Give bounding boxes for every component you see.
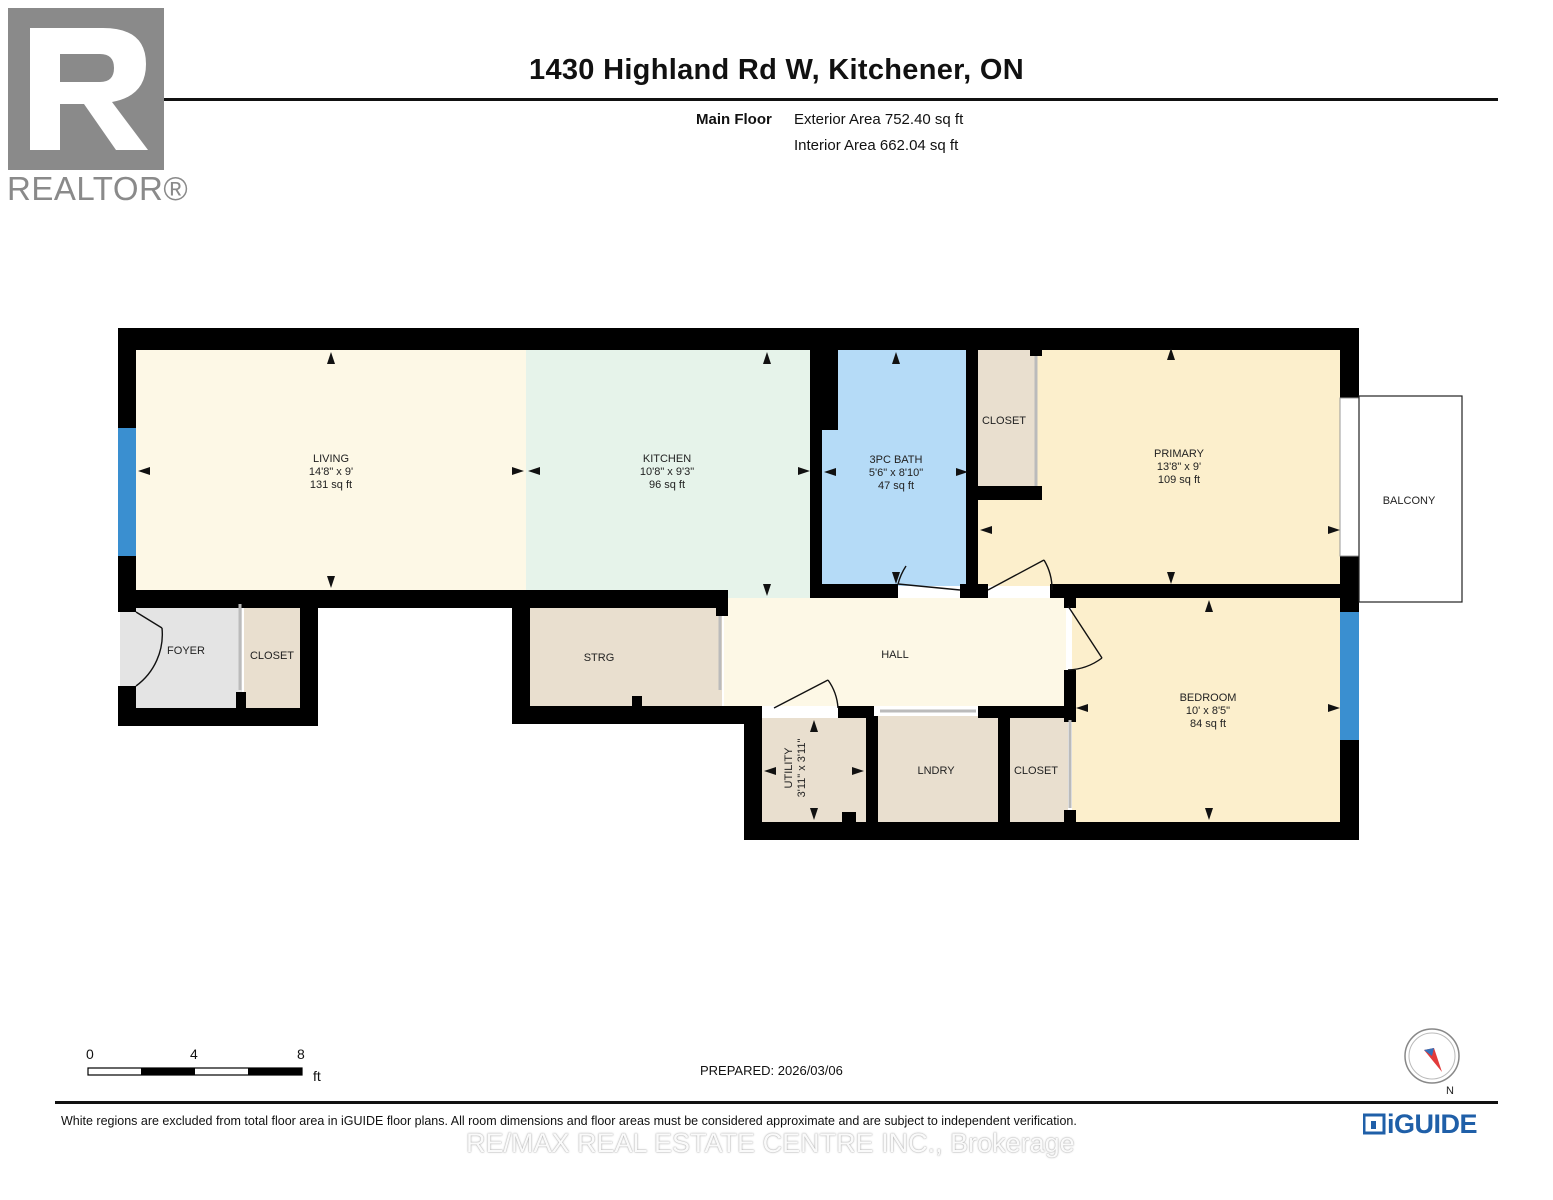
doors bbox=[135, 559, 1103, 709]
dims-primary: 13'8" x 9' bbox=[1157, 461, 1201, 473]
label-closet-lndry: CLOSET bbox=[1014, 765, 1058, 777]
interior-area: Interior Area 662.04 sq ft bbox=[794, 137, 959, 154]
scale-bar: 0 4 8 ft bbox=[86, 1046, 346, 1086]
label-closet-primary: CLOSET bbox=[982, 415, 1026, 427]
dimension-arrows bbox=[138, 348, 1340, 820]
room-closet-lndry bbox=[1008, 716, 1068, 822]
room-kitchen bbox=[526, 350, 812, 598]
prepared-date: PREPARED: 2026/03/06 bbox=[700, 1063, 843, 1078]
compass-north-label: N bbox=[1446, 1085, 1454, 1097]
scale-unit: ft bbox=[313, 1068, 321, 1084]
room-living bbox=[136, 350, 528, 590]
label-hall: HALL bbox=[881, 649, 909, 661]
iguide-wordmark: iGUIDE bbox=[1387, 1109, 1478, 1139]
area-kitchen: 96 sq ft bbox=[649, 479, 685, 491]
label-strg: STRG bbox=[584, 652, 615, 664]
area-bath: 47 sq ft bbox=[878, 480, 914, 492]
room-closet-primary bbox=[978, 346, 1036, 494]
label-bath: 3PC BATH bbox=[870, 454, 923, 466]
dims-kitchen: 10'8" x 9'3" bbox=[640, 466, 694, 478]
scale-label-4: 4 bbox=[190, 1046, 198, 1062]
dims-utility: 3'11" x 3'11" bbox=[796, 739, 808, 798]
scale-label-8: 8 bbox=[297, 1046, 305, 1062]
iguide-box-icon bbox=[1362, 1113, 1386, 1135]
label-living: LIVING bbox=[313, 453, 349, 465]
exterior-area: Exterior Area 752.40 sq ft bbox=[794, 111, 964, 128]
label-foyer: FOYER bbox=[167, 645, 205, 657]
dims-living: 14'8" x 9' bbox=[309, 466, 353, 478]
realtor-wordmark: REALTOR® bbox=[7, 170, 189, 207]
window-bedroom bbox=[1340, 612, 1359, 740]
floor-label: Main Floor bbox=[696, 111, 772, 128]
footer-divider bbox=[55, 1101, 1498, 1104]
label-balcony: BALCONY bbox=[1383, 495, 1436, 507]
room-hall bbox=[724, 598, 1066, 706]
window-living bbox=[118, 428, 136, 556]
room-utility bbox=[762, 718, 866, 822]
room-lndry bbox=[876, 716, 998, 822]
realtor-logo-icon bbox=[8, 8, 164, 170]
room-closet-foyer bbox=[244, 600, 300, 710]
label-utility: UTILITY bbox=[783, 747, 795, 789]
label-closet-foyer: CLOSET bbox=[250, 650, 294, 662]
scale-label-0: 0 bbox=[86, 1046, 94, 1062]
room-strg bbox=[530, 606, 722, 706]
area-bedroom: 84 sq ft bbox=[1190, 718, 1226, 730]
compass-icon: N bbox=[1404, 1028, 1460, 1097]
label-primary: PRIMARY bbox=[1154, 448, 1205, 460]
walls bbox=[118, 328, 1359, 840]
brokerage-watermark: RE/MAX REAL ESTATE CENTRE INC., Brokerag… bbox=[466, 1128, 1075, 1158]
balcony-door bbox=[1339, 397, 1360, 557]
room-bedroom bbox=[1072, 598, 1342, 822]
dims-bath: 5'6" x 8'10" bbox=[869, 467, 923, 479]
area-primary: 109 sq ft bbox=[1158, 474, 1200, 486]
area-living: 131 sq ft bbox=[310, 479, 352, 491]
room-bath bbox=[822, 350, 970, 586]
room-primary bbox=[978, 346, 1342, 586]
label-bedroom: BEDROOM bbox=[1180, 692, 1237, 704]
title-divider bbox=[55, 98, 1498, 101]
room-foyer bbox=[120, 590, 242, 710]
label-lndry: LNDRY bbox=[917, 765, 955, 777]
sliding-doors bbox=[238, 356, 1072, 808]
iguide-logo: iGUIDE bbox=[1362, 1109, 1478, 1140]
label-kitchen: KITCHEN bbox=[643, 453, 691, 465]
disclaimer-text: White regions are excluded from total fl… bbox=[61, 1114, 1077, 1128]
plan-title: 1430 Highland Rd W, Kitchener, ON bbox=[529, 54, 1024, 86]
scale-bar-graphic bbox=[87, 1067, 303, 1076]
dims-bedroom: 10' x 8'5" bbox=[1186, 705, 1230, 717]
balcony bbox=[1358, 395, 1463, 603]
